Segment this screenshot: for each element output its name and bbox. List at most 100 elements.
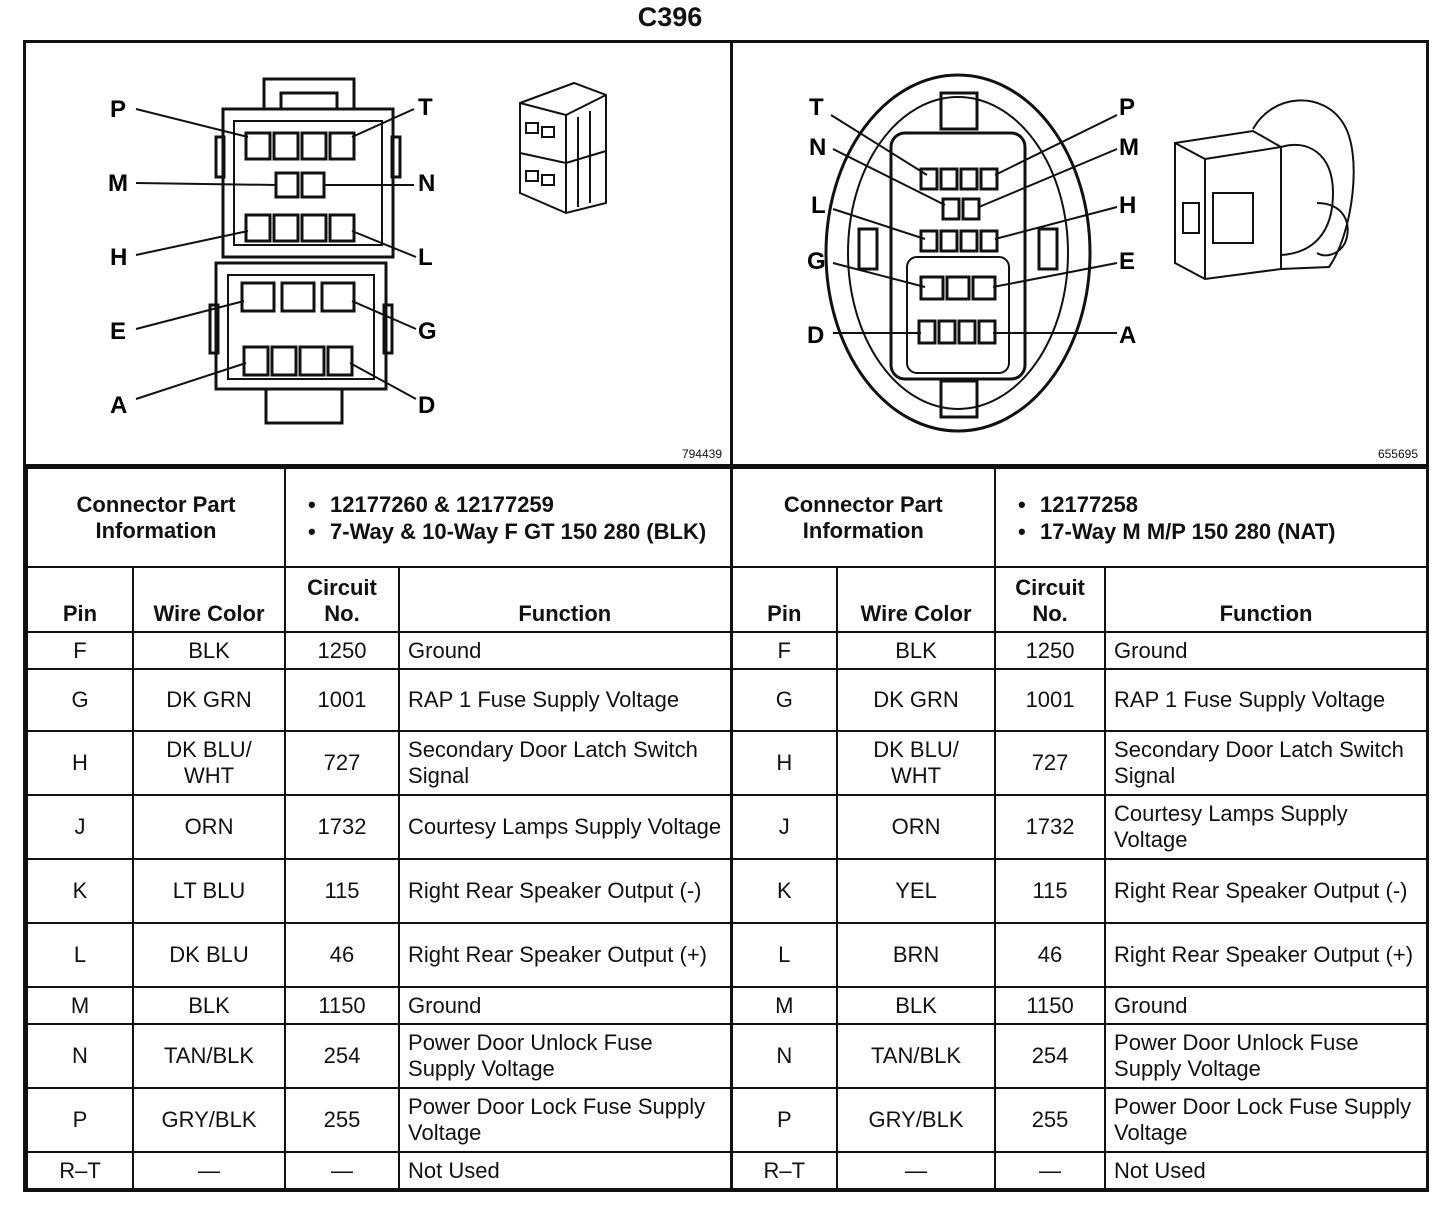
col-header-pin: Pin (729, 566, 839, 633)
cell-wire: — (131, 1151, 287, 1190)
figure-id: 655695 (1377, 447, 1418, 461)
outer-shroud (824, 73, 1092, 433)
right-connector-face: T P N M L H G E D A (807, 73, 1355, 433)
bottom-key (939, 379, 979, 419)
page-title: C396 (637, 2, 703, 32)
cell-function: Power Door Lock Fuse Supply Voltage (1104, 1087, 1429, 1153)
pin-label: D (807, 322, 824, 349)
cell-circuit: 46 (284, 922, 401, 988)
cell-circuit: 1150 (284, 986, 401, 1025)
cell-function: Ground (398, 986, 733, 1025)
pin-label: P (1119, 94, 1135, 121)
cell-circuit: — (994, 1151, 1107, 1190)
pin-cavity (979, 167, 999, 191)
cell-circuit: 1732 (284, 794, 401, 860)
cell-wire: DK BLU/ WHT (836, 730, 997, 796)
pin-label: D (418, 392, 435, 419)
part-number: 12177260 & 12177259 (308, 491, 722, 518)
right-connector-iso-view (1174, 99, 1355, 281)
cell-function: Power Door Unlock Fuse Supply Voltage (1104, 1023, 1429, 1089)
top-latch-inner (279, 91, 339, 111)
cell-circuit: 1001 (284, 668, 401, 732)
pin-cavity (328, 213, 356, 243)
lower-housing-inner (227, 274, 375, 380)
pin-cavity (300, 213, 328, 243)
leader-line (351, 230, 417, 258)
cell-function: Power Door Lock Fuse Supply Voltage (398, 1087, 733, 1153)
pin-label: A (1119, 322, 1136, 349)
cell-circuit: 727 (994, 730, 1107, 796)
figure-id: 794439 (681, 447, 722, 461)
side-lock (1037, 227, 1059, 271)
cell-pin: F (729, 631, 839, 670)
table-header-row: Pin Wire Color Circuit No. Function Pin … (26, 566, 1429, 633)
pin-cavity (917, 319, 937, 345)
side-tab (382, 303, 394, 355)
pin-label: G (807, 248, 826, 275)
inner-shroud (847, 96, 1069, 410)
cell-function: Ground (1104, 986, 1429, 1025)
cell-pin: L (729, 922, 839, 988)
pin-cavity (326, 345, 354, 377)
pin-label: A (110, 392, 127, 419)
cell-pin: K (26, 858, 134, 924)
upper-housing-inner (233, 120, 383, 246)
cell-wire: TAN/BLK (131, 1023, 287, 1089)
pin-cavity (272, 131, 300, 161)
cell-pin: H (26, 730, 134, 796)
pin-cavity (971, 275, 997, 301)
cell-wire: GRY/BLK (836, 1087, 997, 1153)
cell-function: Ground (398, 631, 733, 670)
cell-circuit: — (284, 1151, 401, 1190)
cell-wire: TAN/BLK (836, 1023, 997, 1089)
left-connector-face: P T M N H L E G A D (108, 77, 607, 425)
cell-function: RAP 1 Fuse Supply Voltage (398, 668, 733, 732)
pin-cavity (939, 167, 959, 191)
pin-cavity (244, 213, 272, 243)
pin-cavity (919, 275, 945, 301)
cell-function: Secondary Door Latch Switch Signal (1104, 730, 1429, 796)
cell-pin: J (26, 794, 134, 860)
pin-cavity (919, 229, 939, 253)
pin-label: H (110, 244, 127, 271)
cell-pin: M (26, 986, 134, 1025)
cell-wire: BRN (836, 922, 997, 988)
side-tab (390, 135, 402, 179)
pin-cavity (961, 197, 981, 221)
pin-label: L (418, 244, 433, 271)
cell-function: Not Used (398, 1151, 733, 1190)
pin-cavity (270, 345, 298, 377)
cell-pin: R–T (26, 1151, 134, 1190)
part-description: 17-Way M M/P 150 280 (NAT) (1018, 518, 1418, 545)
leader-line (351, 300, 417, 330)
pin-label: N (809, 134, 826, 161)
cell-wire: DK GRN (131, 668, 287, 732)
cell-wire: ORN (836, 794, 997, 860)
cell-wire: DK GRN (836, 668, 997, 732)
cell-function: Secondary Door Latch Switch Signal (398, 730, 733, 796)
cell-function: Courtesy Lamps Supply Voltage (1104, 794, 1429, 860)
cell-wire: BLK (131, 986, 287, 1025)
cell-circuit: 1250 (994, 631, 1107, 670)
part-description: 7-Way & 10-Way F GT 150 280 (BLK) (308, 518, 722, 545)
side-tab (208, 303, 220, 355)
diagram-row: P T M N H L E G A D (26, 43, 1426, 467)
col-header-wire-color: Wire Color (131, 566, 287, 633)
cell-function: RAP 1 Fuse Supply Voltage (1104, 668, 1429, 732)
cell-function: Right Rear Speaker Output (+) (398, 922, 733, 988)
col-header-pin: Pin (26, 566, 134, 633)
leader-line (135, 230, 249, 256)
pin-label: T (418, 94, 433, 121)
leader-line (349, 362, 417, 400)
cell-wire: BLK (836, 631, 997, 670)
pin-label: P (110, 96, 126, 123)
cell-circuit: 255 (284, 1087, 401, 1153)
cell-circuit: 255 (994, 1087, 1107, 1153)
cell-pin: P (729, 1087, 839, 1153)
right-connector-diagram: T P N M L H G E D A (730, 43, 1426, 467)
col-header-circuit: Circuit No. (994, 566, 1107, 633)
